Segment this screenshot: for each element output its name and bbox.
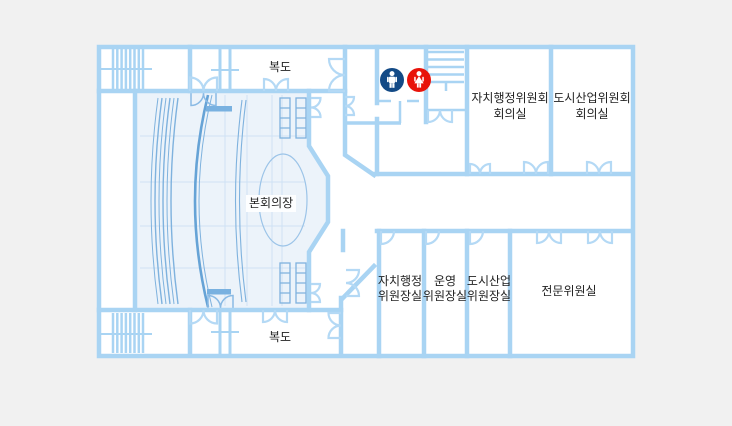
room-label-line: 도시산업 <box>466 274 512 288</box>
hall-bench-blocks <box>279 97 307 304</box>
main-hall-label: 본회의장 <box>246 195 297 212</box>
room-label-line: 회의실 <box>493 107 527 121</box>
room-label-line: 자치행정위원회 <box>471 91 549 105</box>
door-arcs <box>188 57 614 340</box>
men-restroom-icon <box>380 68 404 92</box>
room-label-line: 위원장실 <box>377 289 423 303</box>
room-label-line: 위원장실 <box>422 289 468 303</box>
women-restroom-icon <box>407 68 431 92</box>
walls <box>96 44 636 359</box>
hall-entry-bars <box>206 106 232 295</box>
room-label-line: 자치행정 <box>377 274 423 288</box>
hall-inner-doors <box>190 92 234 309</box>
stairs-bottom-left <box>101 313 152 353</box>
stairs-top-left <box>101 49 152 89</box>
stairs-center <box>426 50 467 112</box>
corridor-top-label: 복도 <box>268 60 292 74</box>
corridor-bottom-label: 복도 <box>268 330 292 344</box>
restroom-partitions <box>345 99 419 125</box>
room-label-line: 운영 <box>433 274 457 288</box>
room-label-line: 위원장실 <box>466 289 512 303</box>
chair-urban-label: 도시산업 위원장실 <box>461 274 517 304</box>
expert-room-label: 전문위원실 <box>541 284 597 298</box>
hall-seating-arcs <box>150 94 247 308</box>
outer-wall <box>96 44 636 359</box>
committee-urban-meeting-label: 도시산업위원회 회의실 <box>544 90 640 122</box>
chair-admin-label: 자치행정 위원장실 <box>372 274 428 304</box>
main-hall-area <box>137 93 326 308</box>
room-label-line: 회의실 <box>575 107 609 121</box>
committee-admin-meeting-label: 자치행정위원회 회의실 <box>462 90 558 122</box>
room-label-line: 도시산업위원회 <box>553 91 631 105</box>
chair-steering-label: 운영 위원장실 <box>417 274 473 304</box>
